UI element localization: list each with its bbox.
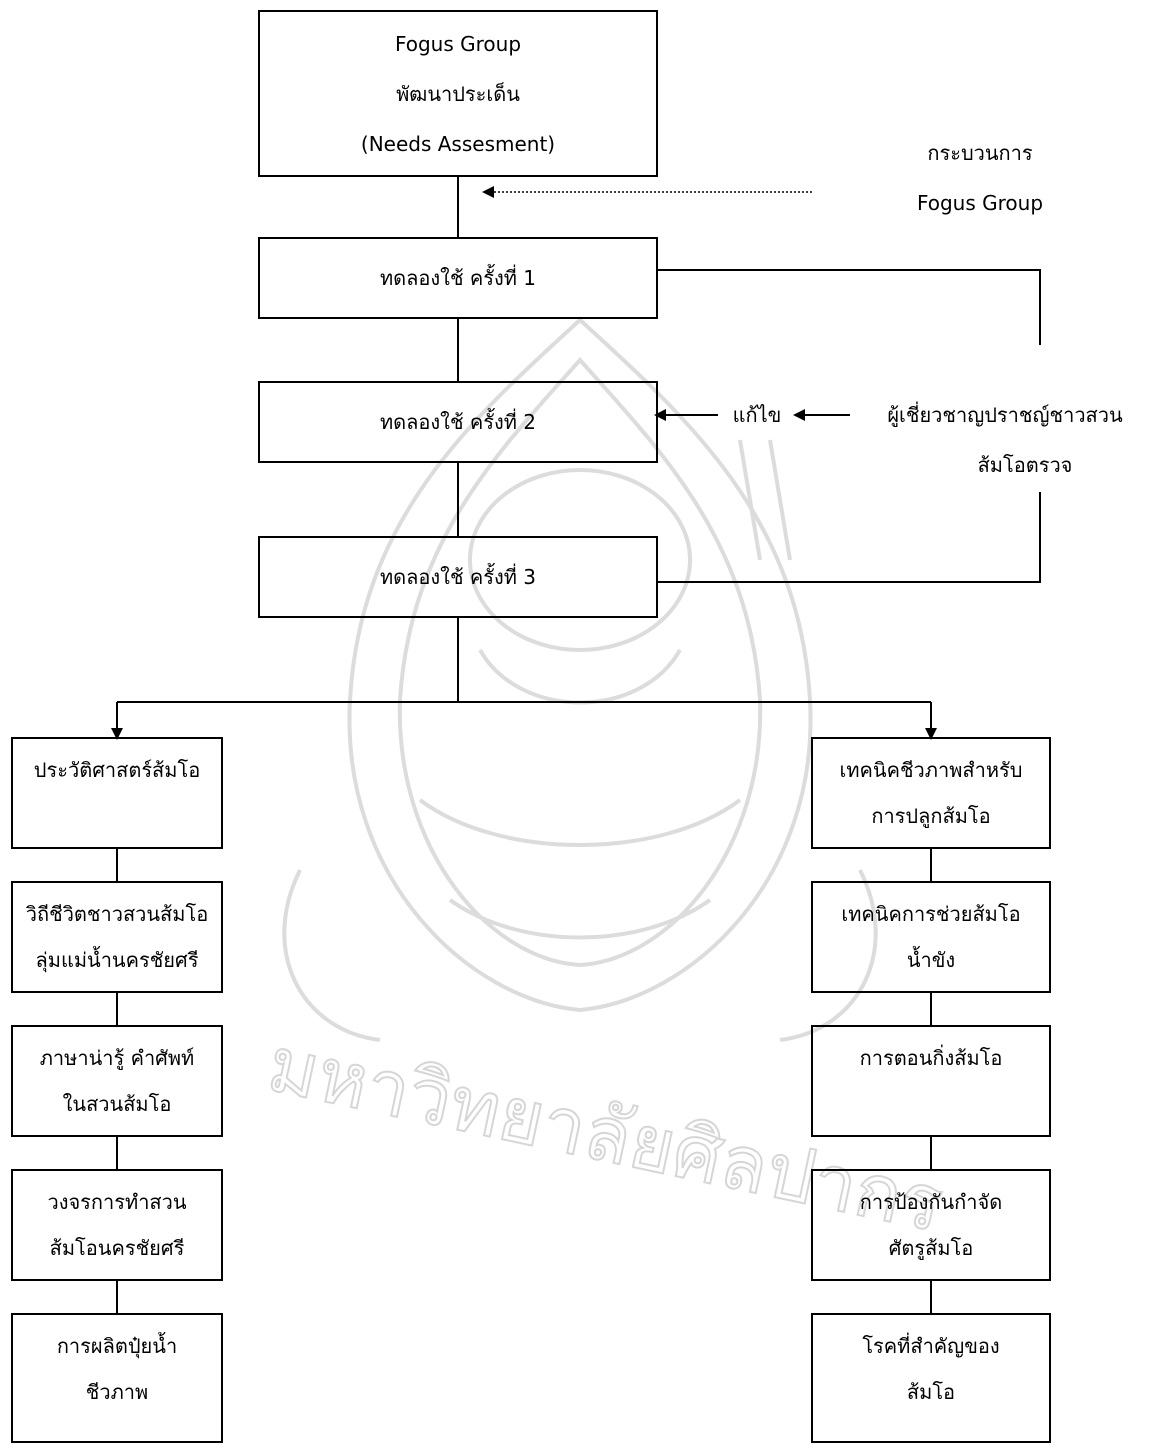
left-box-3: ภาษาน่ารู้ คำศัพท์ ในสวนส้มโอ xyxy=(11,1025,223,1137)
trial-2-box: ทดลองใช้ ครั้งที่ 2 xyxy=(258,381,658,463)
right-box-5-line1: โรคที่สำคัญของ xyxy=(862,1334,1000,1358)
left-box-2-line1: วิถีชีวิตชาวสวนส้มโอ xyxy=(25,902,209,926)
left-box-5: การผลิตปุ๋ยน้ำ ชีวภาพ xyxy=(11,1313,223,1443)
expert-label-line1: ผู้เชี่ยวชาญปราชญ์ชาวสวน xyxy=(887,403,1123,427)
process-label-line2: Fogus Group xyxy=(916,191,1044,215)
right-box-1-line2: การปลูกส้มโอ xyxy=(871,804,991,828)
left-box-2: วิถีชีวิตชาวสวนส้มโอ ลุ่มแม่น้ำนครชัยศรี xyxy=(11,881,223,993)
process-label-line1: กระบวนการ xyxy=(927,141,1033,165)
left-box-3-line2: ในสวนส้มโอ xyxy=(62,1092,172,1116)
process-label: กระบวนการ Fogus Group xyxy=(880,128,1080,228)
right-box-5-line2: ส้มโอ xyxy=(906,1380,956,1404)
left-box-4-line1: วงจรการทำสวน xyxy=(47,1190,187,1214)
right-box-1: เทคนิคชีวภาพสำหรับ การปลูกส้มโอ xyxy=(811,737,1051,849)
trial-1-box: ทดลองใช้ ครั้งที่ 1 xyxy=(258,237,658,319)
left-box-1: ประวัติศาสตร์ส้มโอ xyxy=(11,737,223,849)
focus-group-note: (Needs Assesment) xyxy=(360,131,556,156)
trial-2-label: ทดลองใช้ ครั้งที่ 2 xyxy=(379,410,537,434)
left-box-3-line1: ภาษาน่ารู้ คำศัพท์ xyxy=(39,1046,195,1070)
revise-label-text: แก้ไข xyxy=(732,403,782,427)
left-box-2-line2: ลุ่มแม่น้ำนครชัยศรี xyxy=(35,948,199,972)
trial-3-box: ทดลองใช้ ครั้งที่ 3 xyxy=(258,536,658,618)
focus-group-box: Fogus Group พัฒนาประเด็น (Needs Assesmen… xyxy=(258,10,658,177)
right-box-4: การป้องกันกำจัด ศัตรูส้มโอ xyxy=(811,1169,1051,1281)
right-box-4-line1: การป้องกันกำจัด xyxy=(859,1190,1003,1214)
trial-1-label: ทดลองใช้ ครั้งที่ 1 xyxy=(379,266,537,290)
right-box-4-line2: ศัตรูส้มโอ xyxy=(888,1236,974,1260)
right-box-2-line1: เทคนิคการช่วยส้มโอ xyxy=(841,902,1021,926)
right-box-3-line1: การตอนกิ่งส้มโอ xyxy=(859,1046,1003,1070)
left-box-5-line1: การผลิตปุ๋ยน้ำ xyxy=(56,1334,178,1358)
right-box-3: การตอนกิ่งส้มโอ xyxy=(811,1025,1051,1137)
right-box-2-line2: น้ำขัง xyxy=(906,948,956,972)
right-box-2: เทคนิคการช่วยส้มโอ น้ำขัง xyxy=(811,881,1051,993)
right-box-1-line1: เทคนิคชีวภาพสำหรับ xyxy=(839,758,1023,782)
right-box-5: โรคที่สำคัญของ ส้มโอ xyxy=(811,1313,1051,1443)
focus-group-title: Fogus Group xyxy=(394,31,522,56)
expert-label: ผู้เชี่ยวชาญปราชญ์ชาวสวน ส้มโอตรวจ xyxy=(852,390,1158,490)
trial-3-label: ทดลองใช้ ครั้งที่ 3 xyxy=(379,565,537,589)
left-box-1-line1: ประวัติศาสตร์ส้มโอ xyxy=(33,758,201,782)
left-box-4: วงจรการทำสวน ส้มโอนครชัยศรี xyxy=(11,1169,223,1281)
revise-label: แก้ไข xyxy=(718,390,796,440)
expert-label-line2: ส้มโอตรวจ xyxy=(977,453,1073,477)
left-box-4-line2: ส้มโอนครชัยศรี xyxy=(49,1236,185,1260)
focus-group-subtitle: พัฒนาประเด็น xyxy=(396,81,520,106)
left-box-5-line2: ชีวภาพ xyxy=(85,1380,149,1404)
